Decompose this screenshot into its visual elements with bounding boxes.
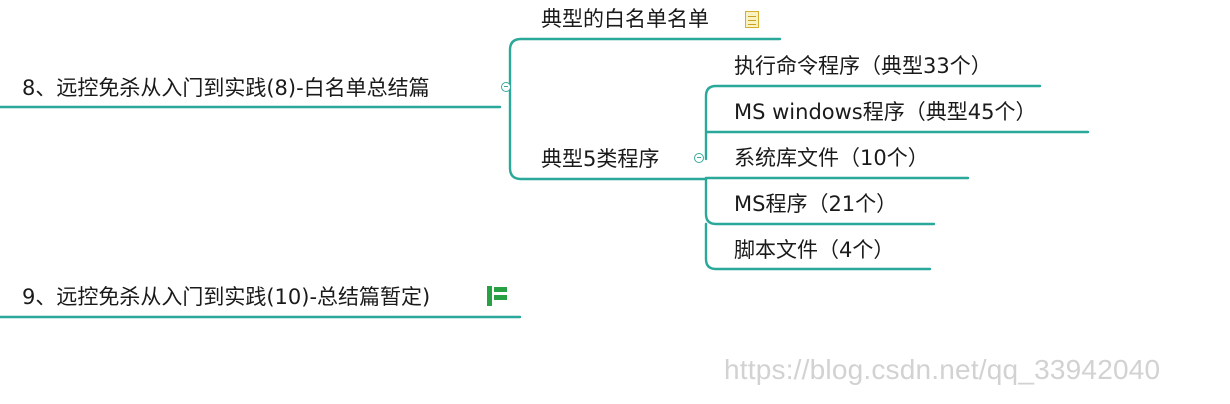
outline-icon[interactable] (487, 286, 507, 306)
leaf-node-command-programs[interactable]: 执行命令程序（典型33个） (734, 54, 992, 78)
leaf-node-system-library-files[interactable]: 系统库文件（10个） (734, 146, 929, 170)
watermark-url: https://blog.csdn.net/qq_33942040 (724, 354, 1161, 385)
five-types-node-label[interactable]: 典型5类程序 (541, 147, 660, 171)
leaf-node-script-files[interactable]: 脚本文件（4个） (734, 238, 895, 262)
five-types-collapse-toggle[interactable] (694, 153, 704, 163)
leaf-node-ms-programs[interactable]: MS程序（21个） (734, 192, 898, 216)
leaf-node-ms-windows-programs[interactable]: MS windows程序（典型45个） (734, 100, 1037, 124)
topic-8-branch-connector (508, 37, 782, 181)
whitelist-node-label[interactable]: 典型的白名单名单 (541, 7, 709, 31)
topic-8-label[interactable]: 8、远控免杀从入门到实践(8)-白名单总结篇 (22, 76, 430, 100)
topic-8-collapse-toggle[interactable] (501, 82, 511, 92)
five-types-branch-connector (704, 84, 1090, 271)
topic-9-label[interactable]: 9、远控免杀从入门到实践(10)-总结篇暂定) (22, 285, 431, 309)
note-icon[interactable] (745, 11, 759, 28)
